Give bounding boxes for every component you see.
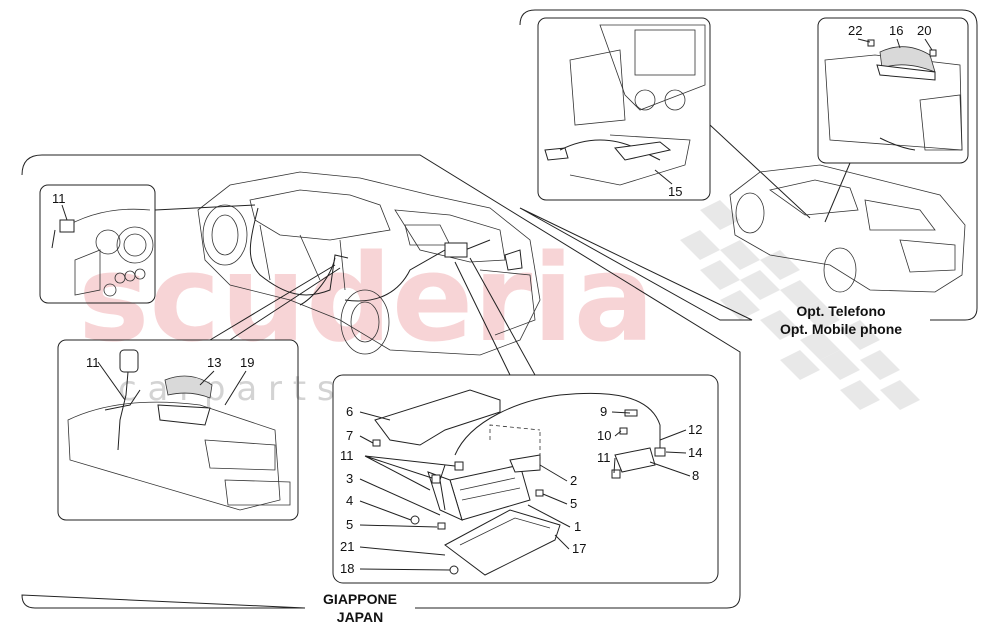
callout-2: 2 [570,473,577,488]
leaders-phone [857,38,933,51]
leader-dashboard [154,204,256,211]
callout-21: 21 [340,539,354,554]
armrest-illustration [67,349,291,511]
inset-dashboard-frame [39,184,156,304]
callout-19: 19 [240,355,254,370]
callout-11-nav-right: 11 [597,450,611,465]
callout-22: 22 [848,23,862,38]
callout-12: 12 [688,422,702,437]
inset-armrest-frame [57,339,299,521]
leader-15 [654,169,673,185]
callout-14: 14 [688,445,702,460]
callout-11-dashboard: 11 [52,191,66,206]
callout-16: 16 [889,23,903,38]
watermark-text: scuderia [78,230,655,369]
console-illustration [544,24,706,186]
callout-3: 3 [346,471,353,486]
callout-15: 15 [668,184,682,199]
callout-13: 13 [207,355,221,370]
callout-8: 8 [692,468,699,483]
phone-group-frame [519,9,978,321]
callout-17: 17 [572,541,586,556]
nav-leader-lines [359,411,691,571]
caption-japan-en: JAPAN [337,609,383,625]
leader-nav-car [454,257,536,376]
callout-5-left: 5 [346,517,353,532]
japan-group-frame [21,154,741,609]
phone-cradle-illustration [824,39,963,151]
callout-5-right: 5 [570,496,577,511]
inset-nav-unit-frame [332,374,719,584]
caption-phone-en: Opt. Mobile phone [780,321,902,337]
leader-armrest-car [209,264,341,341]
callout-1: 1 [574,519,581,534]
callout-9: 9 [600,404,607,419]
car-phone-illustration [729,164,966,293]
inset-console-frame [537,17,711,201]
watermark-checker [680,200,920,410]
caption-phone-it: Opt. Telefono [796,303,885,319]
callout-10: 10 [597,428,611,443]
leader-phone-car [824,162,851,223]
dashboard-illustration [51,204,154,297]
car-overview-illustration [197,171,541,356]
callout-6: 6 [346,404,353,419]
callout-11-armrest: 11 [86,355,100,370]
callout-20: 20 [917,23,931,38]
callout-18: 18 [340,561,354,576]
inset-phone-frame [817,17,969,164]
caption-japan-it: GIAPPONE [323,591,397,607]
leader-console-car [709,124,811,219]
nav-unit-illustration [372,389,666,576]
callout-7: 7 [346,428,353,443]
callout-11-nav-left: 11 [340,448,354,463]
leaders-armrest [97,361,247,406]
callout-4: 4 [346,493,353,508]
